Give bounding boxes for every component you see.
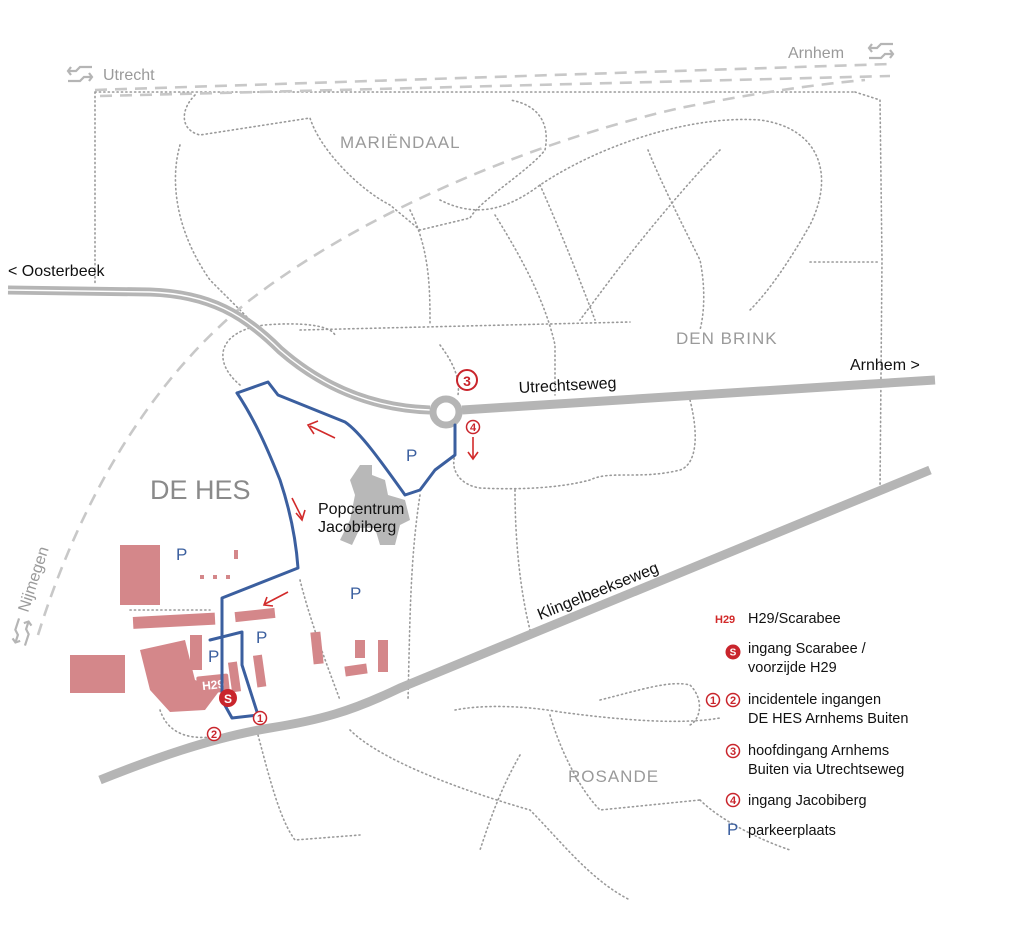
entrance-marker-1[interactable]: 1 [252, 710, 268, 726]
building [200, 575, 204, 579]
train-icon [66, 65, 94, 83]
arrow-icon [262, 591, 289, 607]
svg-text:Utrecht: Utrecht [103, 67, 155, 84]
svg-text:DE HES Arnhems Buiten: DE HES Arnhems Buiten [748, 711, 908, 727]
legend-item-scarabee: S ingang Scarabee / voorzijde H29 [725, 641, 867, 676]
building [120, 545, 160, 605]
building [227, 661, 242, 693]
area-label-den-brink: DEN BRINK [676, 329, 778, 348]
h29-label: H29 [201, 677, 225, 693]
road-label-arnhem: Arnhem > [850, 357, 920, 374]
svg-text:S: S [730, 648, 737, 659]
entrance-2-icon: 2 [725, 692, 741, 708]
roads [7, 285, 936, 785]
svg-text:3: 3 [730, 746, 736, 758]
building [310, 631, 324, 665]
footpaths [94, 91, 883, 901]
building [378, 640, 388, 672]
entrance-3-icon: 3 [725, 743, 741, 759]
building [252, 654, 267, 688]
svg-text:2: 2 [730, 695, 736, 707]
svg-text:3: 3 [463, 373, 471, 389]
building [226, 575, 230, 579]
area-label-rosande: ROSANDE [568, 767, 659, 786]
svg-text:incidentele ingangen: incidentele ingangen [748, 692, 881, 708]
entrance-marker-s[interactable]: S [219, 689, 237, 707]
legend-item-jacobiberg: 4 ingang Jacobiberg [725, 792, 867, 809]
arrow-icon [467, 437, 479, 461]
entrance-marker-2[interactable]: 2 [206, 726, 222, 742]
rail-label-utrecht: Utrecht [66, 65, 155, 84]
entrance-4-icon: 4 [725, 792, 741, 808]
area-label-mariendaal: MARIËNDAAL [340, 133, 461, 152]
arrow-icon [306, 420, 336, 439]
parking-label[interactable]: P [176, 545, 187, 564]
entrance-marker-3[interactable]: 3 [456, 369, 478, 391]
train-icon [867, 42, 895, 60]
building [190, 635, 202, 670]
svg-text:hoofdingang Arnhems: hoofdingang Arnhems [748, 743, 889, 759]
building [344, 663, 368, 677]
svg-text:1: 1 [710, 695, 716, 707]
svg-text:S: S [224, 692, 232, 706]
popcentrum-building[interactable] [340, 465, 410, 545]
svg-text:4: 4 [730, 795, 737, 807]
svg-text:2: 2 [211, 729, 217, 741]
building [234, 607, 276, 623]
train-icon [11, 618, 33, 646]
svg-text:Nijmegen: Nijmegen [16, 545, 53, 615]
svg-text:voorzijde H29: voorzijde H29 [748, 660, 837, 676]
building [132, 612, 216, 629]
access-route [208, 380, 457, 720]
parking-label[interactable]: P [406, 446, 417, 465]
parking-label[interactable]: P [208, 647, 219, 666]
svg-text:parkeerplaats: parkeerplaats [748, 823, 836, 839]
area-label-de-hes: DE HES [150, 475, 251, 505]
parking-label[interactable]: P [350, 584, 361, 603]
rail-label-nijmegen: Nijmegen [11, 545, 53, 646]
arrow-icon [291, 497, 306, 522]
parking-labels: P P P P P [176, 446, 417, 666]
parking-icon: P [727, 820, 738, 839]
building [234, 550, 238, 559]
svg-text:1: 1 [257, 713, 263, 725]
building [213, 575, 217, 579]
buildings: H29 [70, 465, 410, 712]
railway [36, 62, 891, 636]
svg-text:4: 4 [470, 422, 477, 434]
route-arrows [262, 420, 479, 607]
legend: H29 H29/Scarabee S ingang Scarabee / voo… [705, 611, 908, 839]
svg-text:ingang Jacobiberg: ingang Jacobiberg [748, 793, 867, 809]
scarabee-entrance-icon [725, 644, 741, 660]
parking-label[interactable]: P [256, 628, 267, 647]
svg-text:Arnhem: Arnhem [788, 45, 844, 62]
legend-item-hoofdingang: 3 hoofdingang Arnhems Buiten via Utrecht… [725, 743, 904, 778]
svg-text:ingang Scarabee /: ingang Scarabee / [748, 641, 867, 657]
svg-text:Buiten via Utrechtseweg: Buiten via Utrechtseweg [748, 762, 904, 778]
road-label-oosterbeek: < Oosterbeek [8, 263, 106, 280]
building [70, 655, 125, 693]
entrance-marker-4[interactable]: 4 [465, 419, 481, 435]
popcentrum-label: Jacobiberg [318, 519, 396, 536]
entrance-1-icon: 1 [705, 692, 721, 708]
svg-text:H29/Scarabee: H29/Scarabee [748, 611, 841, 627]
popcentrum-label: Popcentrum [318, 501, 404, 518]
legend-item-h29: H29 H29/Scarabee [715, 611, 841, 627]
road-label-utrechtseweg: Utrechtseweg [518, 375, 617, 397]
rail-label-arnhem: Arnhem [788, 42, 895, 62]
entrance-markers: 3 4 1 2 S [206, 369, 481, 742]
h29-legend-tag: H29 [715, 614, 735, 626]
building [355, 640, 365, 658]
legend-item-parking: P parkeerplaats [727, 820, 836, 839]
legend-item-incidentele: 1 2 incidentele ingangen DE HES Arnhems … [705, 692, 908, 727]
